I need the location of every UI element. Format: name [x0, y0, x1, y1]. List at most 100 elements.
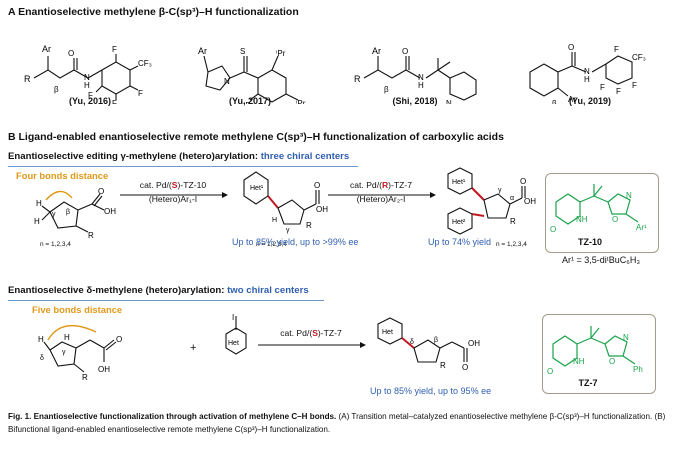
- gamma-subtitle: Enantioselective editing γ-methylene (he…: [8, 151, 349, 162]
- svg-text:N: N: [626, 191, 632, 200]
- delta-step1-post: )-TZ-7: [317, 328, 342, 338]
- gamma-step1-pre: cat. Pd/(: [139, 180, 172, 190]
- svg-text:H: H: [418, 81, 424, 90]
- gamma-intermediate-structure: Het¹ O OH R H γ: [243, 171, 328, 234]
- gamma-step2-conditions: cat. Pd/(R)-TZ-7 (Hetero)Ar₂-I: [326, 178, 436, 206]
- svg-text:R: R: [440, 361, 446, 370]
- svg-text:ⁱPr: ⁱPr: [276, 49, 286, 58]
- delta-product-structure: Het δ β R O OH: [377, 317, 480, 372]
- plus-sign: +: [190, 342, 197, 354]
- citation-yu-2016: (Yu, 2016): [68, 96, 112, 106]
- svg-text:ⁱPr: ⁱPr: [244, 101, 254, 104]
- svg-text:CF₃: CF₃: [632, 53, 646, 62]
- gamma-n-label-3: n = 1,2,3,4: [496, 241, 527, 248]
- gamma-yield-1: Up to 85% yield, up to >99% ee: [232, 237, 359, 247]
- svg-text:β: β: [434, 337, 438, 344]
- svg-text:H: H: [34, 217, 40, 226]
- svg-text:Ar: Ar: [198, 46, 207, 56]
- delta-subtitle: Enantioselective δ-methylene (hetero)ary…: [8, 285, 309, 296]
- molecule-yu-2019: O HN F CF₃ F F F Ar β: [529, 43, 646, 104]
- svg-text:N: N: [224, 77, 230, 86]
- svg-text:β: β: [66, 209, 70, 216]
- svg-text:F: F: [600, 83, 605, 92]
- gamma-substrate-structure: H H γ β O OH R: [34, 187, 116, 240]
- gamma-step1-conditions: cat. Pd/(S)-TZ-10 (Hetero)Ar₁-I: [118, 178, 228, 206]
- gamma-step2-arrow: [328, 192, 436, 198]
- svg-text:F: F: [632, 81, 637, 90]
- svg-text:N: N: [623, 333, 629, 342]
- svg-text:δ: δ: [40, 355, 44, 362]
- svg-text:N: N: [446, 99, 452, 104]
- svg-text:γ: γ: [498, 187, 502, 194]
- svg-text:O: O: [568, 43, 574, 52]
- delta-step1-red: S: [312, 328, 318, 338]
- svg-text:α: α: [510, 195, 514, 202]
- caption-text: (A) Transition metal–catalyzed enantiose…: [8, 412, 666, 434]
- svg-text:CF₃: CF₃: [138, 59, 152, 68]
- svg-text:R: R: [88, 231, 94, 240]
- svg-text:O: O: [550, 225, 556, 234]
- svg-text:Het¹: Het¹: [452, 179, 466, 186]
- molecule-yu-2017: Ar N S ⁱPr ⁱPr ⁱPr: [198, 46, 306, 104]
- svg-text:I: I: [232, 313, 234, 322]
- gamma-n-label-2: n = 1,2,3,4: [256, 241, 287, 248]
- svg-text:Het¹: Het¹: [250, 185, 264, 192]
- svg-text:O: O: [116, 335, 122, 344]
- svg-text:γ: γ: [52, 211, 56, 218]
- svg-text:OH: OH: [98, 365, 110, 374]
- gamma-step1-reagent: (Hetero)Ar₁-I: [148, 194, 198, 204]
- citation-shi-2018: (Shi, 2018): [392, 96, 438, 106]
- ligand-box-tz7: [542, 314, 656, 394]
- svg-text:O: O: [612, 215, 618, 224]
- svg-text:OH: OH: [524, 197, 536, 206]
- caption-bold: Fig. 1. Enantioselective functionalizati…: [8, 412, 337, 421]
- svg-text:O: O: [547, 367, 553, 376]
- molecule-yu-2016: Ar R β O HN F CF₃ F F F: [24, 44, 152, 104]
- svg-text:F: F: [88, 91, 93, 100]
- citation-yu-2017: (Yu, 2017): [228, 96, 272, 106]
- delta-distance-label: Five bonds distance: [32, 304, 123, 315]
- delta-subtitle-highlight: two chiral centers: [227, 285, 309, 296]
- svg-text:O: O: [314, 181, 320, 190]
- svg-text:H: H: [36, 199, 42, 208]
- svg-text:H: H: [84, 81, 90, 90]
- gamma-subtitle-highlight: three chiral centers: [260, 151, 350, 162]
- svg-text:Het: Het: [228, 340, 239, 347]
- fluorine-label: F: [112, 99, 117, 104]
- svg-text:H: H: [272, 217, 277, 224]
- heteroaryl-iodide-structure: I Het: [225, 313, 247, 355]
- svg-text:OH: OH: [316, 205, 328, 214]
- gamma-n-label-1: n = 1,2,3,4: [40, 241, 71, 248]
- svg-text:Ph: Ph: [633, 365, 643, 374]
- svg-text:H: H: [584, 75, 590, 84]
- svg-text:Ar¹: Ar¹: [636, 223, 647, 232]
- svg-text:O: O: [462, 363, 468, 372]
- gamma-underline: [8, 166, 358, 167]
- svg-text:R: R: [354, 74, 361, 84]
- svg-text:γ: γ: [62, 349, 66, 356]
- svg-text:Het: Het: [382, 329, 393, 336]
- section-b-title: B Ligand-enabled enantioselective remote…: [8, 131, 504, 143]
- svg-text:R: R: [24, 74, 31, 84]
- gamma-step1-post: )-TZ-10: [177, 180, 207, 190]
- citation-yu-2019: (Yu, 2019): [568, 96, 612, 106]
- svg-text:ⁱPr: ⁱPr: [296, 99, 306, 104]
- svg-text:β: β: [54, 85, 59, 94]
- gamma-subtitle-prefix: Enantioselective editing γ-methylene (he…: [8, 151, 261, 162]
- svg-text:β: β: [552, 99, 557, 104]
- svg-text:δ: δ: [410, 339, 414, 346]
- ligand-tz7-label: TZ-7: [578, 378, 598, 388]
- gamma-step2-red: R: [381, 180, 389, 190]
- svg-text:Ar: Ar: [372, 46, 381, 56]
- svg-text:OH: OH: [104, 207, 116, 216]
- svg-text:NH: NH: [576, 215, 588, 224]
- ligand-tz10-label: TZ-10: [577, 237, 602, 247]
- svg-text:OH: OH: [468, 339, 480, 348]
- svg-text:γ: γ: [286, 227, 290, 234]
- figure-caption: Fig. 1. Enantioselective functionalizati…: [8, 410, 668, 436]
- svg-text:H: H: [38, 335, 44, 344]
- svg-text:Het²: Het²: [452, 219, 466, 226]
- svg-text:F: F: [616, 87, 621, 96]
- delta-subtitle-prefix: Enantioselective δ-methylene (hetero)ary…: [8, 285, 228, 296]
- svg-text:N: N: [84, 73, 90, 82]
